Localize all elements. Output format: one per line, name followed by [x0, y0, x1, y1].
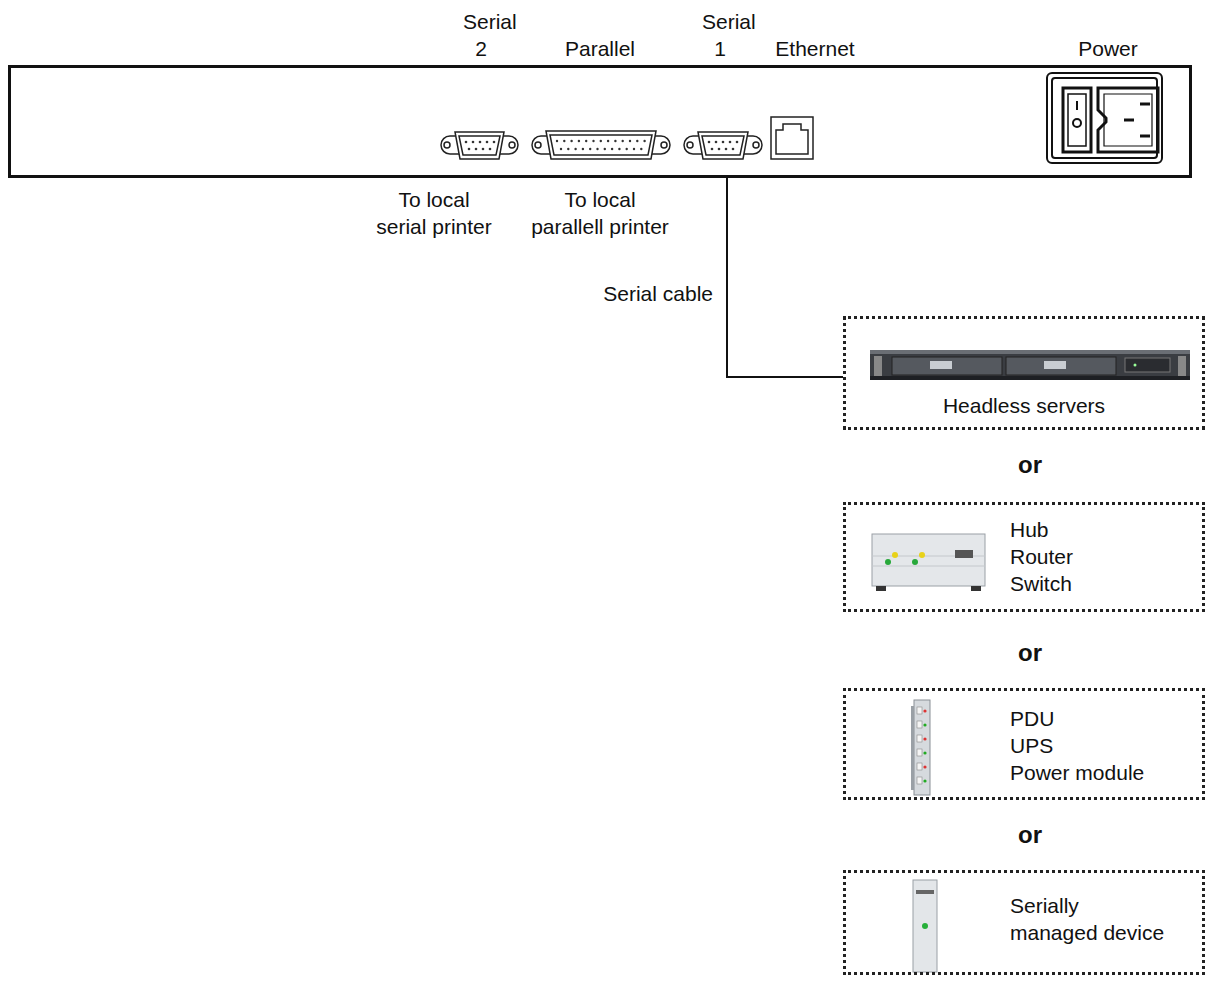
device-group-box: HubRouterSwitch: [843, 502, 1205, 612]
device-list: PDUUPSPower module: [1010, 705, 1144, 786]
device-list: Serially managed device: [1010, 892, 1165, 946]
device-label: Headless servers: [943, 392, 1105, 419]
port-name: Power: [1078, 35, 1138, 62]
alternative-word: or: [1018, 451, 1042, 479]
network-hub: [872, 534, 985, 591]
device-label: Power module: [1010, 759, 1144, 786]
device-group-box: PDUUPSPower module: [843, 688, 1205, 800]
cable-label: Serial cable: [603, 280, 713, 307]
port-name: Serial 1: [702, 8, 738, 62]
device-group-box: Headless servers: [843, 316, 1205, 430]
port-name: Parallel: [565, 35, 635, 62]
port-note: To local serial printer: [376, 186, 492, 240]
device-label: Router: [1010, 543, 1073, 570]
device-list: HubRouterSwitch: [1010, 516, 1073, 597]
alternative-word: or: [1018, 639, 1042, 667]
device-label: Hub: [1010, 516, 1073, 543]
device-label: Serially managed device: [1010, 892, 1165, 946]
device-group-box: Serially managed device: [843, 870, 1205, 975]
alternative-word: or: [1018, 821, 1042, 849]
db9-connector: [684, 132, 762, 159]
port-name: Ethernet: [775, 35, 854, 62]
pdu-strip: [911, 700, 930, 795]
power-inlet: [1047, 73, 1162, 163]
port-name: Serial 2: [463, 8, 499, 62]
db25-connector: [532, 131, 670, 159]
rack-server: [870, 350, 1190, 380]
rj45-port: [771, 117, 813, 159]
db9-connector: [441, 132, 518, 159]
serial-cable-line: [727, 178, 843, 377]
device-rear-panel: Serial 2ParallelSerial 1EthernetPower: [8, 65, 1192, 178]
port-note: To local parallell printer: [531, 186, 669, 240]
device-label: UPS: [1010, 732, 1144, 759]
device-label: Switch: [1010, 570, 1073, 597]
managed-device: [913, 880, 937, 972]
device-label: PDU: [1010, 705, 1144, 732]
